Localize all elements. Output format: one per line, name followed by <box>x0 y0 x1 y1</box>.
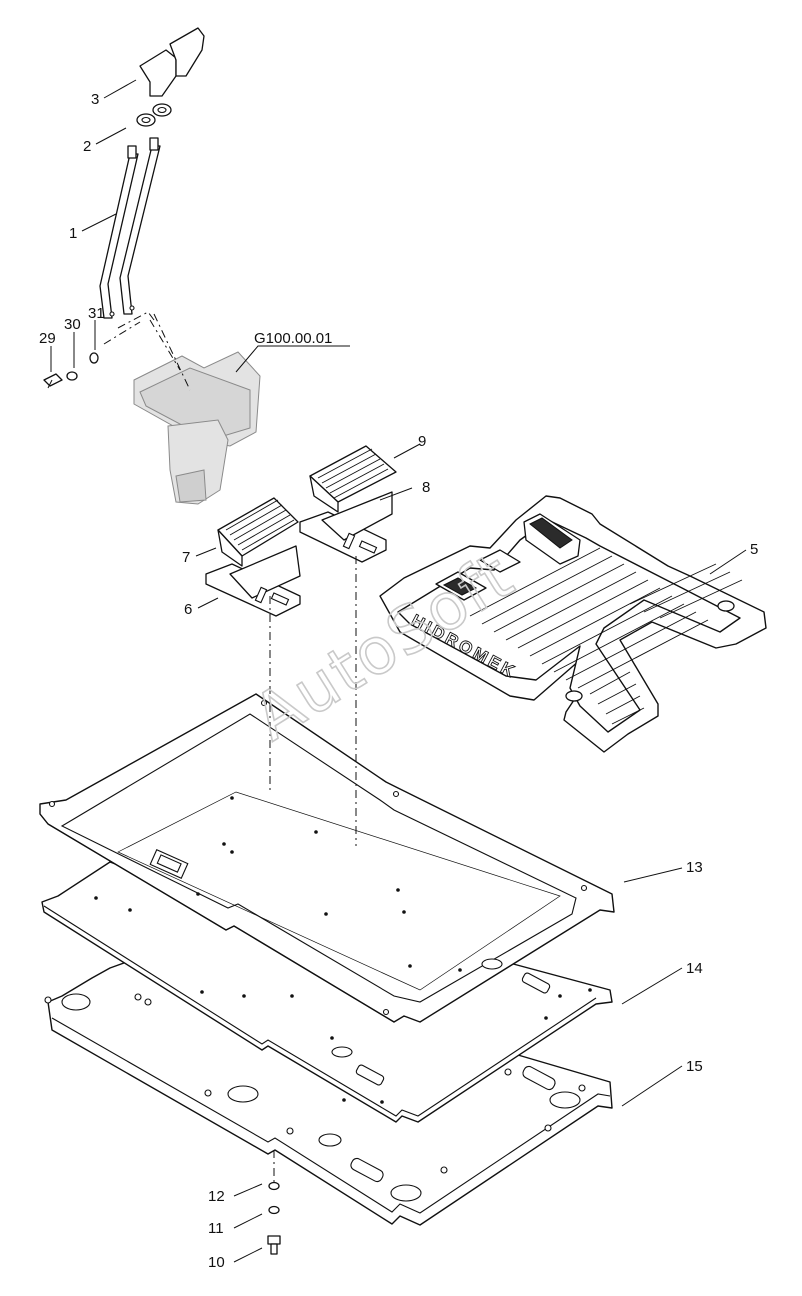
callouts: 3 2 1 29 30 31 G100.00.01 9 8 5 7 6 13 1… <box>39 91 758 1271</box>
nuts-2 <box>136 103 172 127</box>
callout-13: 13 <box>686 859 703 876</box>
callout-1: 1 <box>69 225 77 242</box>
callout-7: 7 <box>182 549 190 566</box>
pedal-valve-grey <box>133 351 261 505</box>
callout-14: 14 <box>686 960 703 977</box>
callout-2: 2 <box>83 138 91 155</box>
callout-5: 5 <box>750 541 758 558</box>
leader-lines <box>50 79 747 1263</box>
callout-9: 9 <box>418 433 426 450</box>
callout-11: 11 <box>208 1220 224 1237</box>
fasteners-29-31 <box>43 352 99 389</box>
fasteners-10-12 <box>267 1181 281 1255</box>
callout-30: 30 <box>64 316 81 333</box>
callout-10: 10 <box>208 1254 225 1271</box>
pedal-left <box>205 497 301 617</box>
pedal-right <box>299 445 397 563</box>
callout-3: 3 <box>91 91 99 108</box>
callout-29: 29 <box>39 330 56 347</box>
lever-rods <box>99 137 161 319</box>
assembly-lines <box>103 311 357 1182</box>
callout-6: 6 <box>184 601 192 618</box>
mat-ribs <box>469 547 743 725</box>
pedal-right-ribs <box>317 448 389 499</box>
frame-13 <box>39 693 615 1023</box>
plate-15 <box>44 949 613 1226</box>
pedal-left-ribs <box>225 499 295 551</box>
plate-14 <box>41 849 613 1123</box>
callout-12: 12 <box>208 1188 225 1205</box>
callout-8: 8 <box>422 479 430 496</box>
reference-label: G100.00.01 <box>254 330 332 347</box>
callout-31: 31 <box>88 305 105 322</box>
knobs-3 <box>139 27 205 97</box>
callout-15: 15 <box>686 1058 703 1075</box>
